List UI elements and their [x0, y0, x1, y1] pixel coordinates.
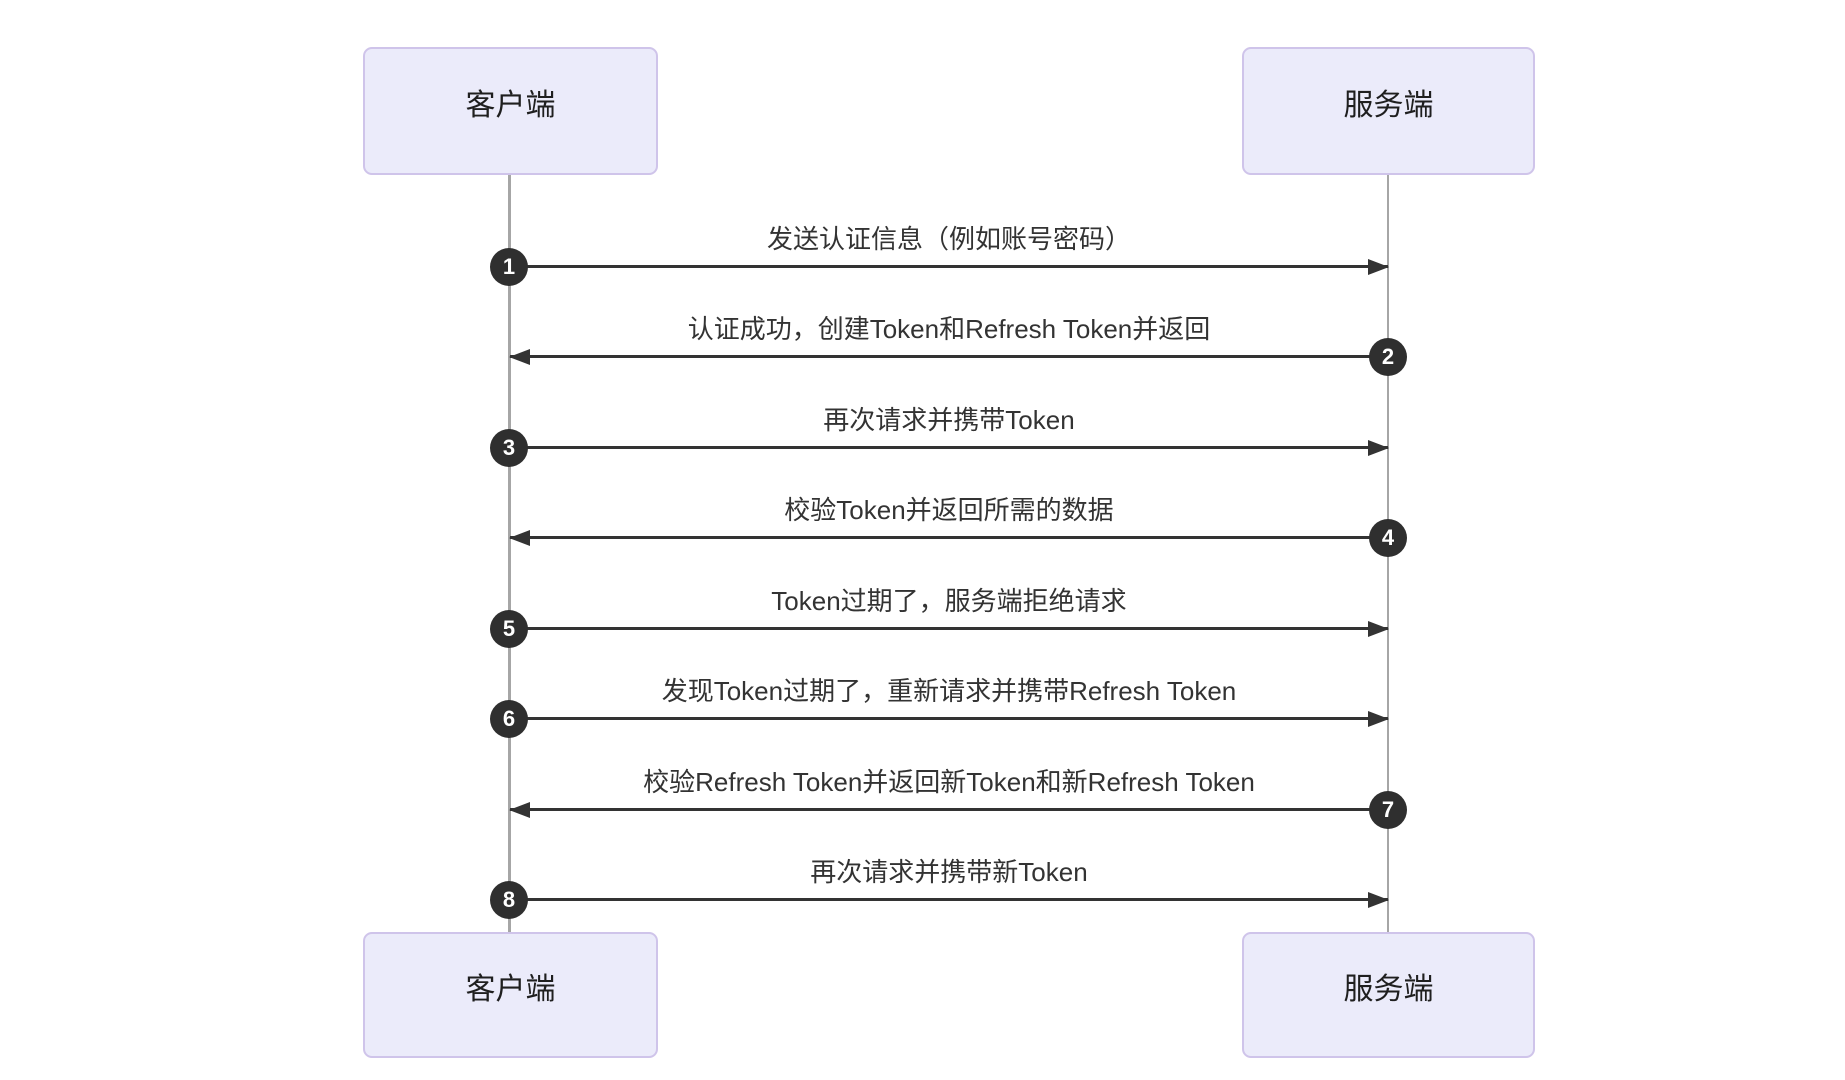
- sequence-number-badge: 1: [490, 247, 528, 286]
- sequence-number-badge: 6: [490, 699, 528, 738]
- message-label: Token过期了，服务端拒绝请求: [771, 586, 1127, 616]
- message-label: 发现Token过期了，重新请求并携带Refresh Token: [661, 676, 1237, 706]
- sequence-number-badge: 7: [1369, 790, 1407, 829]
- arrow-head-icon: [509, 530, 530, 546]
- message-row-1: 发送认证信息（例如账号密码） 1: [490, 220, 1389, 286]
- message-row-8: 再次请求并携带新Token 8: [490, 853, 1389, 919]
- message-row-2: 认证成功，创建Token和Refresh Token并返回 2: [509, 310, 1407, 376]
- message-label: 发送认证信息（例如账号密码）: [766, 224, 1131, 254]
- actor-box-client-top: 客户端: [363, 47, 658, 175]
- message-arrow: [510, 717, 1388, 720]
- actor-box-server-top: 服务端: [1242, 47, 1535, 175]
- arrow-head-icon: [1368, 440, 1389, 456]
- arrow-head-icon: [509, 802, 530, 818]
- message-label: 认证成功，创建Token和Refresh Token并返回: [687, 314, 1211, 344]
- message-arrow: [510, 627, 1388, 630]
- sequence-number-badge: 2: [1369, 337, 1407, 376]
- sequence-number-badge: 4: [1369, 518, 1407, 557]
- actor-label-server: 服务端: [1343, 973, 1434, 1006]
- actor-label-client: 客户端: [465, 973, 556, 1006]
- message-label: 再次请求并携带Token: [823, 405, 1075, 435]
- message-arrow: [510, 898, 1388, 901]
- message-label: 再次请求并携带新Token: [810, 857, 1088, 887]
- arrow-head-icon: [509, 349, 530, 365]
- message-label: 校验Token并返回所需的数据: [784, 495, 1114, 525]
- message-row-7: 校验Refresh Token并返回新Token和新Refresh Token …: [509, 763, 1407, 829]
- message-arrow: [510, 808, 1388, 811]
- actor-label-server: 服务端: [1343, 89, 1434, 122]
- arrow-head-icon: [1368, 259, 1389, 275]
- message-arrow: [510, 355, 1388, 358]
- message-arrow: [510, 446, 1388, 449]
- arrow-head-icon: [1368, 621, 1389, 637]
- message-row-6: 发现Token过期了，重新请求并携带Refresh Token 6: [490, 672, 1389, 738]
- lifeline-client: [508, 175, 511, 932]
- message-arrow: [510, 265, 1388, 268]
- actor-box-server-bottom: 服务端: [1242, 932, 1535, 1058]
- message-label: 校验Refresh Token并返回新Token和新Refresh Token: [643, 767, 1255, 797]
- message-row-5: Token过期了，服务端拒绝请求 5: [490, 582, 1389, 648]
- sequence-number-badge: 8: [490, 880, 528, 919]
- sequence-number-badge: 5: [490, 609, 528, 648]
- actor-box-client-bottom: 客户端: [363, 932, 658, 1058]
- message-arrow: [510, 536, 1388, 539]
- message-row-4: 校验Token并返回所需的数据 4: [509, 491, 1407, 557]
- sequence-number-badge: 3: [490, 428, 528, 467]
- actor-label-client: 客户端: [465, 89, 556, 122]
- arrow-head-icon: [1368, 711, 1389, 727]
- arrow-head-icon: [1368, 892, 1389, 908]
- message-row-3: 再次请求并携带Token 3: [490, 401, 1389, 467]
